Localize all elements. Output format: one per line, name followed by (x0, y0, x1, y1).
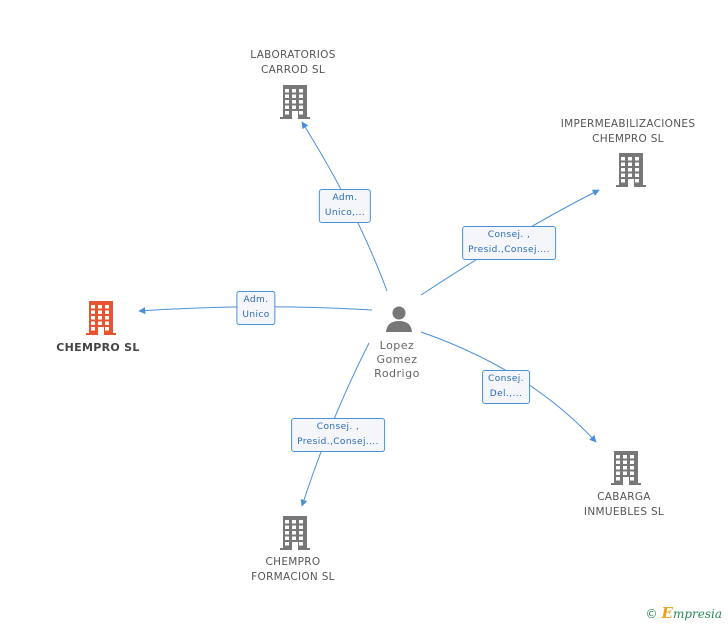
role-box-laboratorios[interactable]: Adm. Unico,... (318, 189, 372, 223)
role-line2: Unico (242, 310, 270, 320)
company-label-line1: IMPERMEABILIZACIONES (560, 118, 696, 130)
role-box-cabarga[interactable]: Consej. Del.,... (482, 370, 530, 404)
company-label-line1: CHEMPRO SL (56, 341, 140, 354)
building-icon[interactable] (611, 451, 641, 485)
role-line2: Unico,... (324, 208, 366, 218)
building-icon[interactable] (280, 516, 310, 550)
company-label-line2: FORMACION SL (251, 571, 335, 583)
person-name[interactable]: Lopez Gomez Rodrigo (374, 339, 420, 381)
company-label-laboratorios[interactable]: LABORATORIOS CARROD SL (250, 48, 335, 78)
company-label-line2: CARROD SL (260, 64, 325, 76)
person-icon[interactable] (385, 304, 413, 332)
building-icon[interactable] (616, 153, 646, 187)
role-line1: Consej. (488, 374, 524, 384)
role-line2: Presid.,Consej.... (297, 437, 379, 447)
role-box-chempro-formacion[interactable]: Consej. , Presid.,Consej.... (291, 418, 385, 452)
company-label-chempro[interactable]: CHEMPRO SL (56, 340, 139, 355)
copyright-symbol: © (645, 607, 658, 621)
person-name-line3: Rodrigo (374, 367, 420, 380)
role-box-impermeabilizaciones[interactable]: Consej. , Presid.,Consej.... (462, 226, 556, 260)
company-label-impermeabilizaciones[interactable]: IMPERMEABILIZACIONES CHEMPRO SL (561, 117, 696, 147)
company-label-line1: LABORATORIOS (250, 49, 336, 61)
role-line2: Presid.,Consej.... (468, 245, 550, 255)
role-line1: Consej. , (487, 230, 531, 240)
company-label-cabarga[interactable]: CABARGA INMUEBLES SL (584, 490, 664, 520)
company-label-line2: INMUEBLES SL (583, 506, 665, 518)
company-label-line2: CHEMPRO SL (592, 133, 664, 145)
role-line1: Adm. (332, 193, 358, 203)
company-label-line1: CHEMPRO (265, 556, 321, 568)
building-icon-highlighted[interactable] (86, 301, 116, 335)
person-name-line1: Lopez (379, 339, 415, 352)
role-line2: Del.,... (489, 389, 523, 399)
role-box-chempro[interactable]: Adm. Unico (236, 291, 276, 325)
role-line1: Adm. (243, 295, 269, 305)
building-icon[interactable] (280, 85, 310, 119)
role-line1: Consej. , (316, 422, 360, 432)
brand-footer[interactable]: ©Empresia (646, 604, 723, 622)
person-name-line2: Gomez (376, 353, 418, 366)
brand-name: mpresia (672, 607, 722, 621)
brand-logo-letter: E (661, 604, 673, 622)
company-label-chempro-formacion[interactable]: CHEMPRO FORMACION SL (251, 555, 335, 585)
company-label-line1: CABARGA (597, 491, 651, 503)
